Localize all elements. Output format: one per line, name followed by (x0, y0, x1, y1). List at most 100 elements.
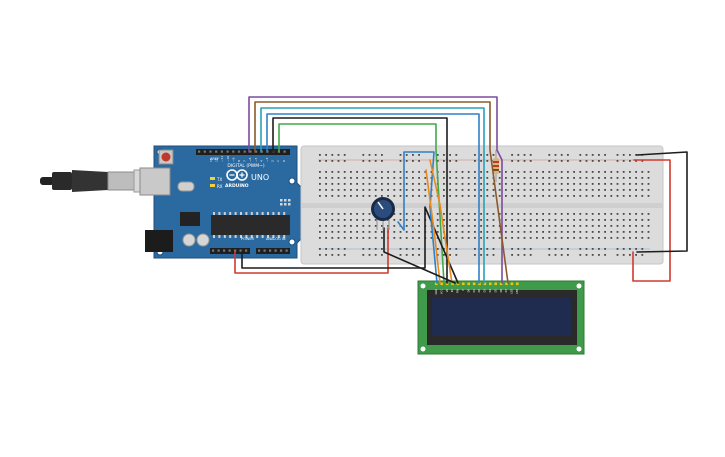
breadboard-hole (337, 177, 340, 179)
chip-pin (240, 212, 242, 215)
breadboard-hole (591, 154, 594, 156)
breadboard-hole (319, 183, 321, 185)
breadboard-hole (529, 154, 532, 156)
breadboard-hole (368, 189, 371, 191)
breadboard-hole (368, 231, 371, 233)
breadboard-hole (554, 171, 557, 173)
breadboard-hole (629, 248, 631, 250)
breadboard-hole (622, 248, 625, 250)
breadboard-hole (505, 231, 507, 233)
chip-pin (234, 212, 237, 215)
digital-pin-label: 7 (243, 160, 247, 162)
breadboard-hole (331, 225, 334, 227)
breadboard-hole (362, 225, 365, 227)
breadboard-hole (647, 213, 650, 215)
breadboard-hole (424, 189, 427, 191)
breadboard-hole (585, 248, 588, 250)
breadboard-hole (436, 160, 439, 162)
breadboard-hole (548, 219, 551, 221)
breadboard-hole (343, 177, 346, 179)
lcd-pin-label: RS (451, 289, 454, 293)
breadboard-hole (461, 195, 464, 197)
breadboard-hole (412, 225, 414, 227)
header-pin (237, 150, 241, 153)
breadboard-hole (474, 160, 476, 162)
breadboard-hole (449, 177, 451, 179)
breadboard-hole (523, 183, 526, 185)
wire-red-bottom (234, 227, 389, 274)
breadboard-hole (319, 248, 321, 250)
chip-pin (223, 212, 226, 215)
breadboard-hole (610, 195, 613, 197)
breadboard-hole (517, 154, 520, 156)
breadboard-hole (529, 195, 532, 197)
breadboard-hole (604, 183, 606, 185)
breadboard-hole (635, 195, 637, 197)
breadboard-hole (405, 171, 408, 173)
breadboard-hole (635, 213, 637, 215)
breadboard-hole (331, 237, 334, 239)
breadboard-hole (635, 237, 637, 239)
breadboard-hole (387, 183, 389, 185)
breadboard-hole (474, 183, 476, 185)
breadboard-hole (585, 231, 588, 233)
breadboard-hole (467, 189, 470, 191)
breadboard-hole (381, 183, 383, 185)
breadboard-hole (393, 177, 396, 179)
breadboard-hole (331, 213, 334, 215)
breadboard-hole (387, 171, 389, 173)
breadboard-hole (436, 231, 439, 233)
breadboard-hole (368, 237, 371, 239)
header-pin (215, 150, 218, 153)
breadboard-hole (647, 183, 650, 185)
breadboard-hole (337, 248, 340, 250)
breadboard-hole (486, 183, 489, 185)
potentiometer-icon[interactable] (371, 197, 395, 230)
chip-pin (256, 235, 259, 238)
breadboard-hole (449, 171, 451, 173)
breadboard-hole (443, 219, 445, 221)
breadboard-hole (536, 183, 538, 185)
breadboard-hole (635, 254, 637, 256)
breadboard-hole (567, 254, 569, 256)
breadboard-hole (542, 195, 544, 197)
breadboard-hole (616, 183, 619, 185)
breadboard-hole (443, 254, 445, 256)
header-pin (245, 249, 248, 252)
breadboard-hole (492, 231, 495, 233)
breadboard-hole (319, 225, 321, 227)
wire-teal-top (260, 107, 485, 284)
breadboard-hole (325, 195, 327, 197)
breadboard-hole (325, 213, 327, 215)
breadboard-hole (598, 183, 600, 185)
breadboard-hole (331, 160, 334, 162)
breadboard-hole (498, 195, 501, 197)
breadboard-hole (554, 237, 557, 239)
digital-pin-label: 2 (271, 160, 275, 162)
icsp-pin (284, 203, 287, 206)
header-pin (212, 249, 215, 252)
chip-pin (277, 212, 280, 215)
breadboard-hole (548, 213, 551, 215)
reset-button-icon[interactable] (158, 149, 174, 165)
breadboard-hole (325, 177, 327, 179)
breadboard-hole (505, 171, 507, 173)
breadboard-hole (585, 177, 588, 179)
breadboard-hole (374, 225, 377, 227)
breadboard-hole (492, 225, 495, 227)
breadboard-hole (498, 231, 501, 233)
breadboard-hole (567, 231, 569, 233)
breadboard-hole (554, 154, 557, 156)
breadboard-hole (536, 219, 538, 221)
header-pin (285, 249, 288, 252)
breadboard-hole (455, 225, 458, 227)
breadboard-hole (635, 183, 637, 185)
breadboard-hole (343, 171, 346, 173)
breadboard-hole (356, 231, 358, 233)
breadboard-hole (461, 237, 464, 239)
icsp-pin (284, 199, 287, 202)
breadboard-hole (331, 231, 334, 233)
icsp-pin (280, 203, 283, 206)
breadboard-hole (381, 225, 383, 227)
breadboard-hole (405, 254, 408, 256)
